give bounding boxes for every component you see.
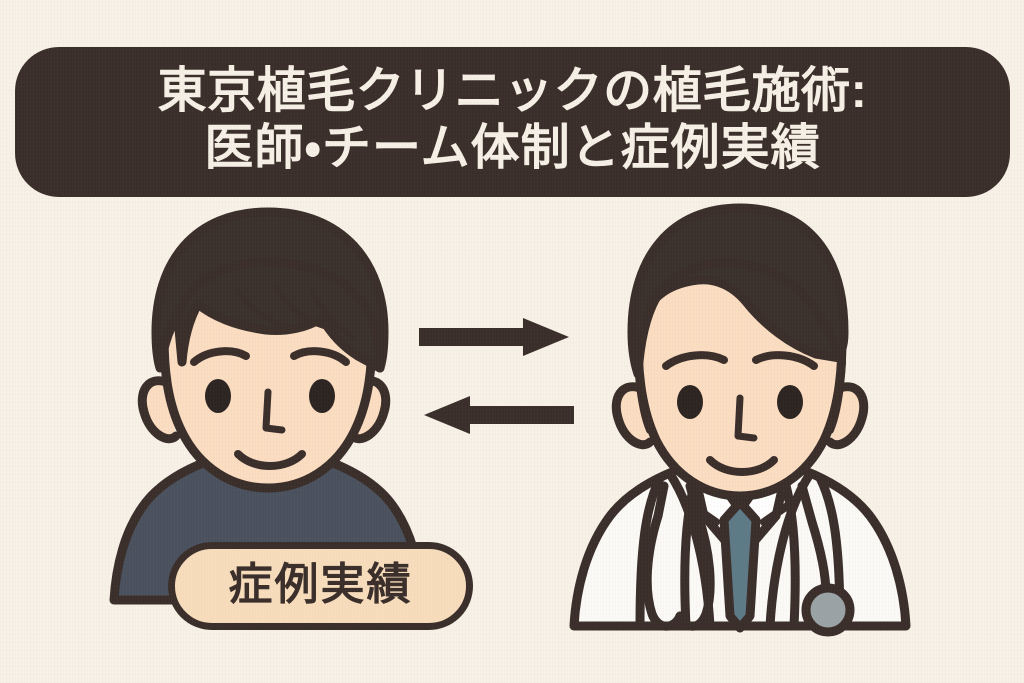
patient-eye-left	[205, 379, 231, 413]
doctor-nose	[734, 394, 758, 442]
arrow-right-icon	[419, 318, 569, 356]
title-line-2: 医師・チーム体制と症例実績	[204, 121, 821, 175]
doctor-stethoscope-left-tube-2	[675, 481, 715, 631]
patient-eye-right	[309, 379, 335, 413]
doctor-svg	[569, 203, 911, 637]
patient-hair-strand-1	[235, 289, 289, 329]
doctor-eye-right	[777, 385, 803, 419]
patient-eyebrow-right	[290, 347, 350, 366]
arrow-pointing-left	[424, 396, 574, 434]
patient-mouth	[234, 450, 306, 470]
doctor-seam-left	[635, 473, 665, 631]
doctor-eyebrow-left	[662, 351, 728, 370]
doctor-eyebrow-right	[752, 351, 818, 370]
doctor-eye-left	[677, 385, 703, 419]
stethoscope-chestpiece-icon	[801, 583, 855, 637]
title-banner: 東京植毛クリニックの植毛施術: 医師・チーム体制と症例実績	[15, 47, 1010, 197]
patient-nose	[262, 388, 286, 434]
doctor-mouth	[706, 456, 778, 476]
doctor-hair-sweep	[651, 257, 845, 363]
doctor-sideburn-left	[634, 358, 654, 434]
patient-hair-strand-3	[309, 289, 357, 341]
status-badge: 症例実績	[168, 542, 473, 630]
doctor-tie	[719, 497, 761, 633]
title-line-1: 東京植毛クリニックの植毛施術:	[157, 64, 868, 119]
arrow-left-icon	[424, 396, 574, 434]
patient-hair-strand-2	[273, 285, 327, 329]
arrow-pointing-right	[419, 318, 569, 356]
patient-eyebrow-left	[190, 347, 250, 366]
doctor-illustration	[540, 186, 940, 646]
patient-hair-fringe	[173, 257, 385, 373]
status-badge-label: 症例実績	[228, 560, 413, 609]
doctor-sideburn-right	[826, 358, 846, 434]
doctor-stethoscope-left-tube	[642, 481, 685, 631]
